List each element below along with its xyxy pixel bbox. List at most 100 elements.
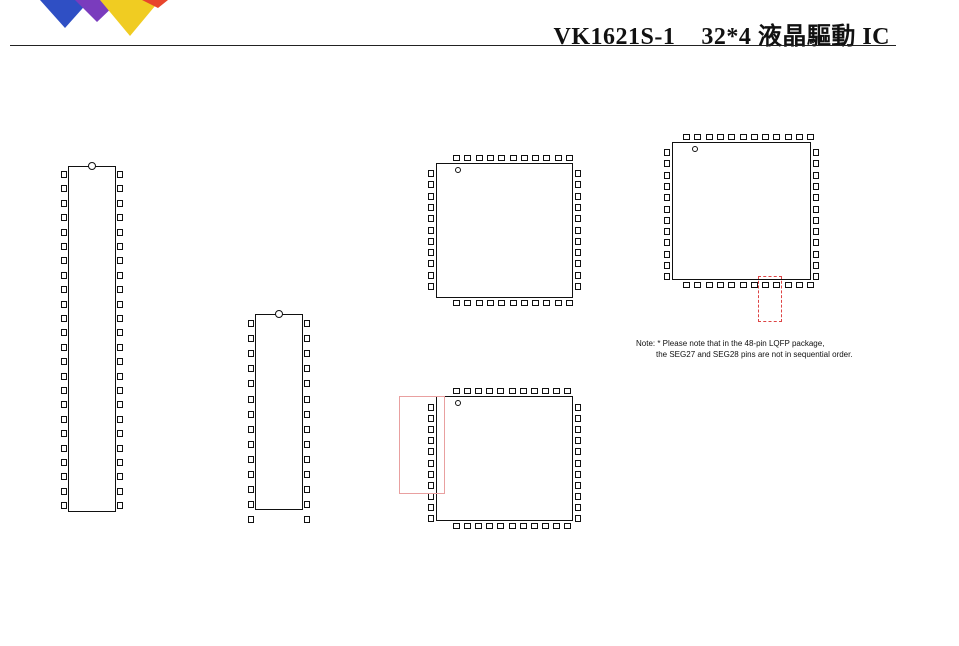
ssop48-left-pad — [61, 214, 67, 222]
qfp_b-top-pad — [552, 388, 560, 394]
ssop48-right-pad — [117, 329, 123, 337]
ssop48-left-pad — [61, 401, 67, 409]
qfp_a-bottom-pad — [543, 300, 551, 306]
qfp_a-right-pad — [575, 215, 581, 223]
qfp_a-top-pad — [520, 155, 528, 161]
lqfp_c-right-pad — [813, 228, 819, 236]
lqfp_c-left-pad — [664, 194, 670, 202]
qfp_a-top-pad — [543, 155, 551, 161]
qfp_a-top-pad — [475, 155, 483, 161]
qfp_b-right-pad — [575, 459, 581, 467]
qfp_b-left-pad — [428, 503, 434, 511]
qfp_a-right-pad — [575, 283, 581, 290]
skinny28-right-pad — [304, 455, 310, 463]
ssop48-right-pad — [117, 415, 123, 423]
ssop48-left-pad — [61, 459, 67, 466]
lqfp_c-left-pad — [664, 171, 670, 179]
skinny28-left-pad — [248, 516, 254, 524]
qfp_b-bottom-pad — [508, 523, 516, 529]
qfp_a-top-pad — [464, 155, 472, 161]
lqfp_c-top-pad — [705, 134, 713, 140]
ssop48-left-pad — [61, 372, 67, 380]
qfp_b-right-pad — [575, 448, 581, 456]
qfp_a-left-pad — [428, 215, 434, 223]
ssop48-right-pad — [117, 459, 123, 466]
skinny28-right-pad — [304, 516, 310, 524]
ssop48-right-pad — [117, 214, 123, 222]
qfp_a-left-pad — [428, 192, 434, 200]
qfp_a-left-pad — [428, 283, 434, 290]
skinny28-right-pad — [304, 471, 310, 478]
skinny28-left-pad — [248, 471, 254, 478]
skinny28-left-pad — [248, 335, 254, 343]
qfp_b-right-pad — [575, 481, 581, 489]
qfp_a-bottom-pad — [498, 300, 506, 306]
qfp_b-bottom-pad — [497, 523, 505, 529]
skinny28-left-pad — [248, 320, 254, 327]
skinny28-right-pad — [304, 486, 310, 494]
qfp_b-bottom-pad — [541, 523, 549, 529]
ssop48-left-pad — [61, 257, 67, 265]
qfp_b-left-pad — [428, 515, 434, 522]
package-note: Note: * Please note that in the 48-pin L… — [636, 339, 853, 359]
qfp_a-top-pad — [453, 155, 460, 161]
qfp_a-right-pad — [575, 170, 581, 177]
lqfp_c-bottom-pad — [750, 282, 758, 288]
ssop48-right-pad — [117, 185, 123, 193]
lqfp_c-body — [672, 142, 811, 280]
lqfp_c-right-pad — [813, 205, 819, 213]
qfp_b-top-pad — [541, 388, 549, 394]
lqfp_c-bottom-pad — [694, 282, 702, 288]
qfp_b-right-pad — [575, 437, 581, 445]
qfp_a-left-pad — [428, 181, 434, 189]
qfp_b-top-pad — [497, 388, 505, 394]
qfp_b-right-pad — [575, 404, 581, 411]
qfp_a-bottom-pad — [486, 300, 494, 306]
lqfp_c-right-pad — [813, 273, 819, 281]
ssop48-right-pad — [117, 286, 123, 294]
ssop48-right-pad — [117, 358, 123, 366]
qfp_b-bottom-pad — [564, 523, 571, 529]
qfp_b-right-pad — [575, 470, 581, 478]
skinny28-right-pad — [304, 395, 310, 403]
ssop48-right-pad — [117, 502, 123, 510]
qfp_b-left-pad — [428, 404, 434, 411]
qfp_a-top-pad — [486, 155, 494, 161]
skinny28-left-pad — [248, 350, 254, 358]
qfp_b-right-pad — [575, 503, 581, 511]
skinny28-left-pad — [248, 380, 254, 388]
lqfp_c-left-pad — [664, 239, 670, 247]
qfp_a-left-pad — [428, 170, 434, 177]
lqfp_c-right-pad — [813, 194, 819, 202]
ssop48-left-pad — [61, 271, 67, 279]
qfp_b-bottom-pad — [475, 523, 483, 529]
ssop48-left-pad — [61, 473, 67, 481]
skinny28-left-pad — [248, 425, 254, 433]
qfp_b-top-pad — [453, 388, 460, 394]
ssop48-left-pad — [61, 329, 67, 337]
qfp_a-left-pad — [428, 203, 434, 211]
qfp_b-top-pad — [486, 388, 494, 394]
seg27-seg28-highlight — [758, 276, 782, 322]
skinny28-right-pad — [304, 365, 310, 373]
qfp-b-left-highlight — [399, 396, 445, 494]
qfp_a-left-pad — [428, 226, 434, 234]
skinny28-right-pad — [304, 440, 310, 448]
ssop48-left-pad — [61, 430, 67, 438]
qfp_b-right-pad — [575, 426, 581, 434]
lqfp_c-top-pad — [750, 134, 758, 140]
lqfp_c-left-pad — [664, 160, 670, 168]
lqfp_c-bottom-pad — [705, 282, 713, 288]
qfp_b-pin1-dot — [455, 400, 462, 406]
qfp_a-top-pad — [509, 155, 517, 161]
qfp_b-top-pad — [464, 388, 472, 394]
qfp_b-bottom-pad — [552, 523, 560, 529]
skinny28-notch — [275, 310, 283, 318]
qfp_a-bottom-pad — [554, 300, 562, 306]
qfp_a-right-pad — [575, 237, 581, 245]
company-logo — [40, 0, 168, 36]
ssop48-left-pad — [61, 243, 67, 250]
qfp_a-bottom-pad — [520, 300, 528, 306]
ssop48-right-pad — [117, 343, 123, 351]
skinny28-left-pad — [248, 410, 254, 418]
